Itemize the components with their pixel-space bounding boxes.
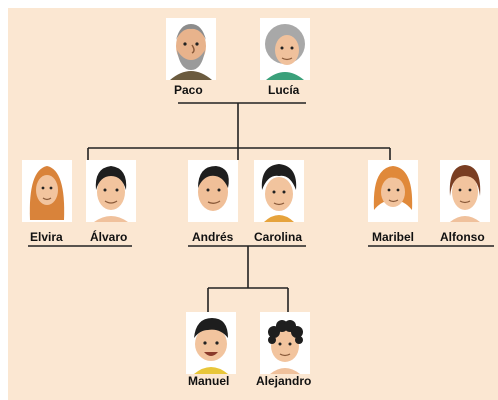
tree-connectors xyxy=(28,102,494,312)
alvaro-portrait xyxy=(86,160,136,222)
name-alejandro: Alejandro xyxy=(256,374,312,388)
grandfather-face-icon xyxy=(166,18,216,80)
alejandro-portrait xyxy=(260,312,310,374)
boy-face-icon xyxy=(260,312,310,374)
maribel-portrait xyxy=(368,160,418,222)
lucia-portrait xyxy=(260,18,310,80)
name-paco: Paco xyxy=(174,83,203,97)
man-face-icon xyxy=(86,160,136,222)
name-alfonso: Alfonso xyxy=(440,230,485,244)
carolina-portrait xyxy=(254,160,304,222)
manuel-portrait xyxy=(186,312,236,374)
name-andres: Andrés xyxy=(192,230,234,244)
woman-face-icon xyxy=(368,160,418,222)
woman-face-icon xyxy=(22,160,72,222)
man-face-icon xyxy=(440,160,490,222)
woman-face-icon xyxy=(254,160,304,222)
paco-portrait xyxy=(166,18,216,80)
name-manuel: Manuel xyxy=(188,374,230,388)
alfonso-portrait xyxy=(440,160,490,222)
family-tree: Paco Lucía Elvira xyxy=(8,8,498,400)
name-maribel: Maribel xyxy=(372,230,415,244)
name-alvaro: Álvaro xyxy=(90,230,128,244)
name-lucia: Lucía xyxy=(268,83,300,97)
elvira-portrait xyxy=(22,160,72,222)
man-face-icon xyxy=(188,160,238,222)
name-carolina: Carolina xyxy=(254,230,303,244)
andres-portrait xyxy=(188,160,238,222)
grandmother-face-icon xyxy=(260,18,310,80)
boy-face-icon xyxy=(186,312,236,374)
name-elvira: Elvira xyxy=(30,230,63,244)
